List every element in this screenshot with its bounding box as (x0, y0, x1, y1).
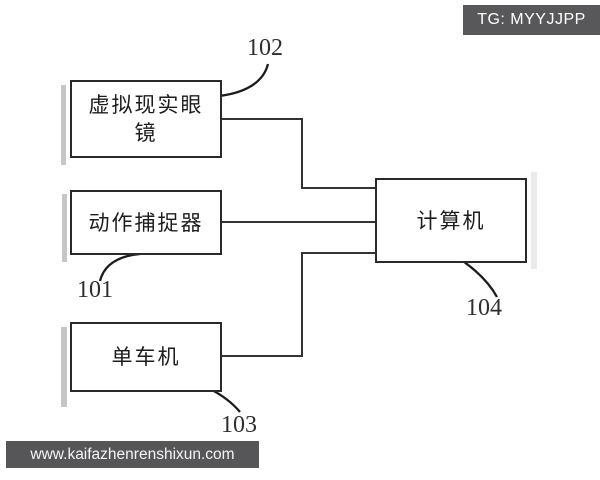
node-motion-capture-label: 动作捕捉器 (88, 210, 204, 235)
ref-number-102: 102 (247, 35, 283, 61)
computer-box-shadow (531, 172, 537, 269)
vr-box-shadow (61, 85, 66, 165)
node-motion-capture: 动作捕捉器 (70, 190, 222, 255)
connector-vr-to-computer (222, 118, 375, 189)
ref-number-101: 101 (77, 277, 113, 303)
ref-number-103: 103 (221, 412, 257, 438)
node-vr-glasses-label-line1: 虚拟现实眼 (88, 93, 204, 117)
node-computer: 计算机 (375, 178, 527, 263)
node-computer-label: 计算机 (416, 208, 486, 233)
website-watermark: www.kaifazhenrenshixun.com (6, 441, 259, 468)
ref-number-104: 104 (466, 295, 502, 321)
bike-box-shadow (61, 327, 67, 407)
node-vr-glasses-label-line2: 镜 (134, 121, 158, 145)
node-bike-machine: 单车机 (70, 322, 222, 392)
tg-watermark-badge: TG: MYYJJPP (463, 5, 600, 35)
node-vr-glasses: 虚拟现实眼 镜 (70, 80, 222, 158)
motioncapture-box-shadow (62, 194, 67, 262)
connector-bike-to-computer (222, 252, 375, 357)
node-bike-machine-label: 单车机 (111, 345, 181, 369)
